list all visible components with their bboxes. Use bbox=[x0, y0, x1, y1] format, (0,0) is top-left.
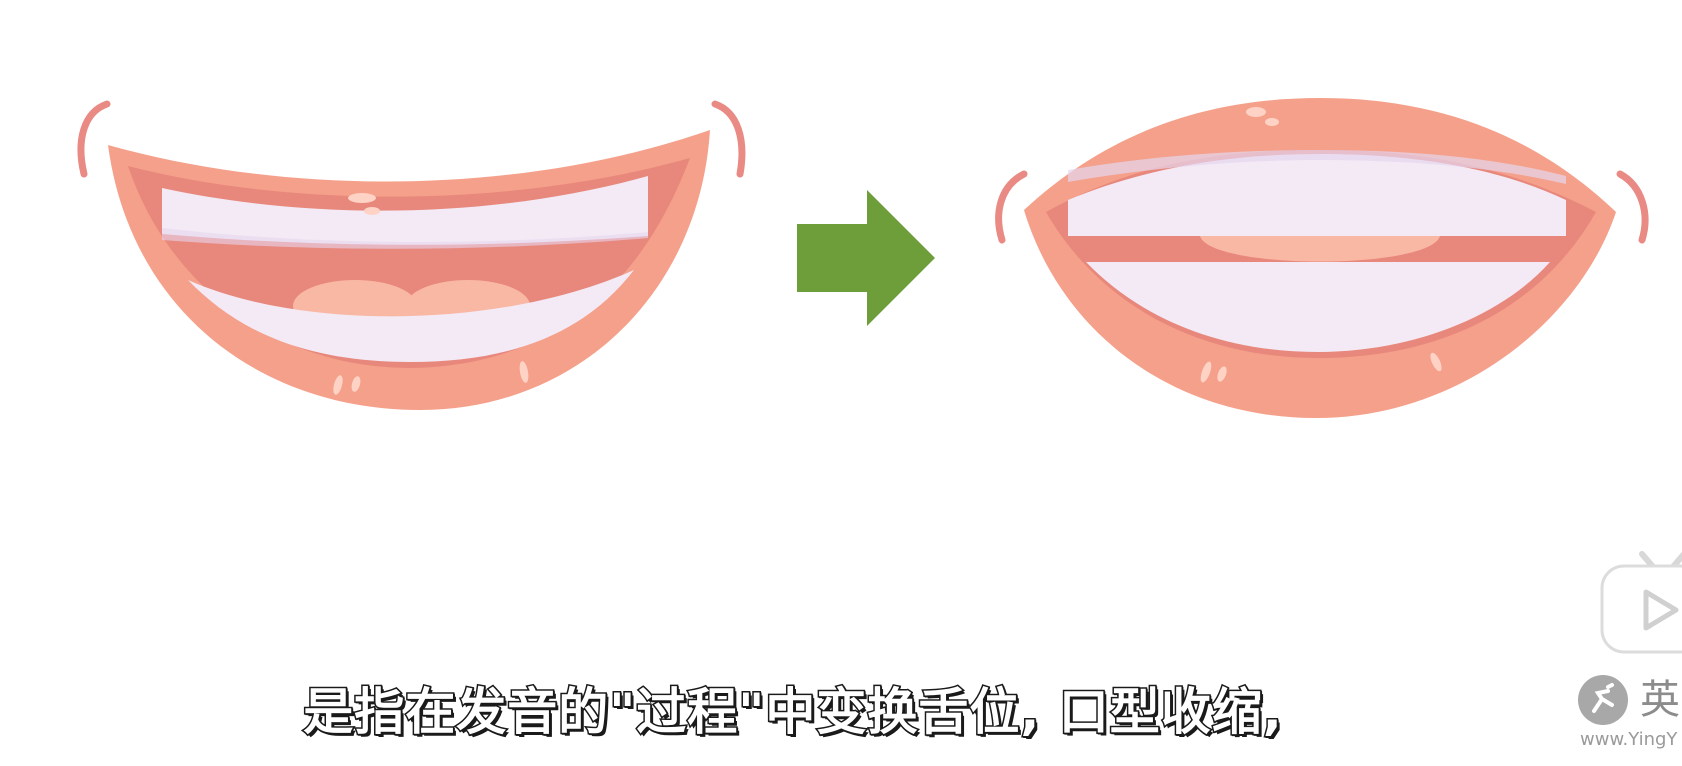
left-dimple-icon bbox=[77, 100, 111, 178]
right-upper-teeth bbox=[1068, 154, 1566, 236]
play-icon bbox=[1643, 589, 1679, 631]
subtitle-caption: 是指在发音的"过程"中变换舌位, 口型收缩, bbox=[0, 672, 1682, 752]
watermark-url: www.YingY bbox=[1580, 729, 1678, 750]
right-dimple-icon bbox=[1616, 170, 1649, 244]
play-button[interactable] bbox=[1598, 548, 1682, 658]
subtitle-text: 是指在发音的"过程"中变换舌位, 口型收缩, bbox=[302, 682, 1283, 743]
watermark-title: 英 bbox=[1640, 677, 1680, 723]
left-dimple-icon bbox=[995, 170, 1028, 244]
right-dimple-icon bbox=[711, 100, 746, 178]
runner-logo-icon bbox=[1578, 675, 1628, 725]
smiling-mouth-figure bbox=[77, 100, 746, 410]
left-upper-teeth bbox=[162, 176, 648, 245]
oval-mouth-figure bbox=[995, 98, 1649, 418]
right-tongue bbox=[1200, 236, 1440, 262]
arrow-right-icon bbox=[797, 190, 935, 326]
right-lower-teeth bbox=[1086, 262, 1550, 352]
channel-watermark: 英 www.YingY bbox=[1578, 675, 1682, 755]
left-lower-teeth bbox=[188, 270, 634, 362]
